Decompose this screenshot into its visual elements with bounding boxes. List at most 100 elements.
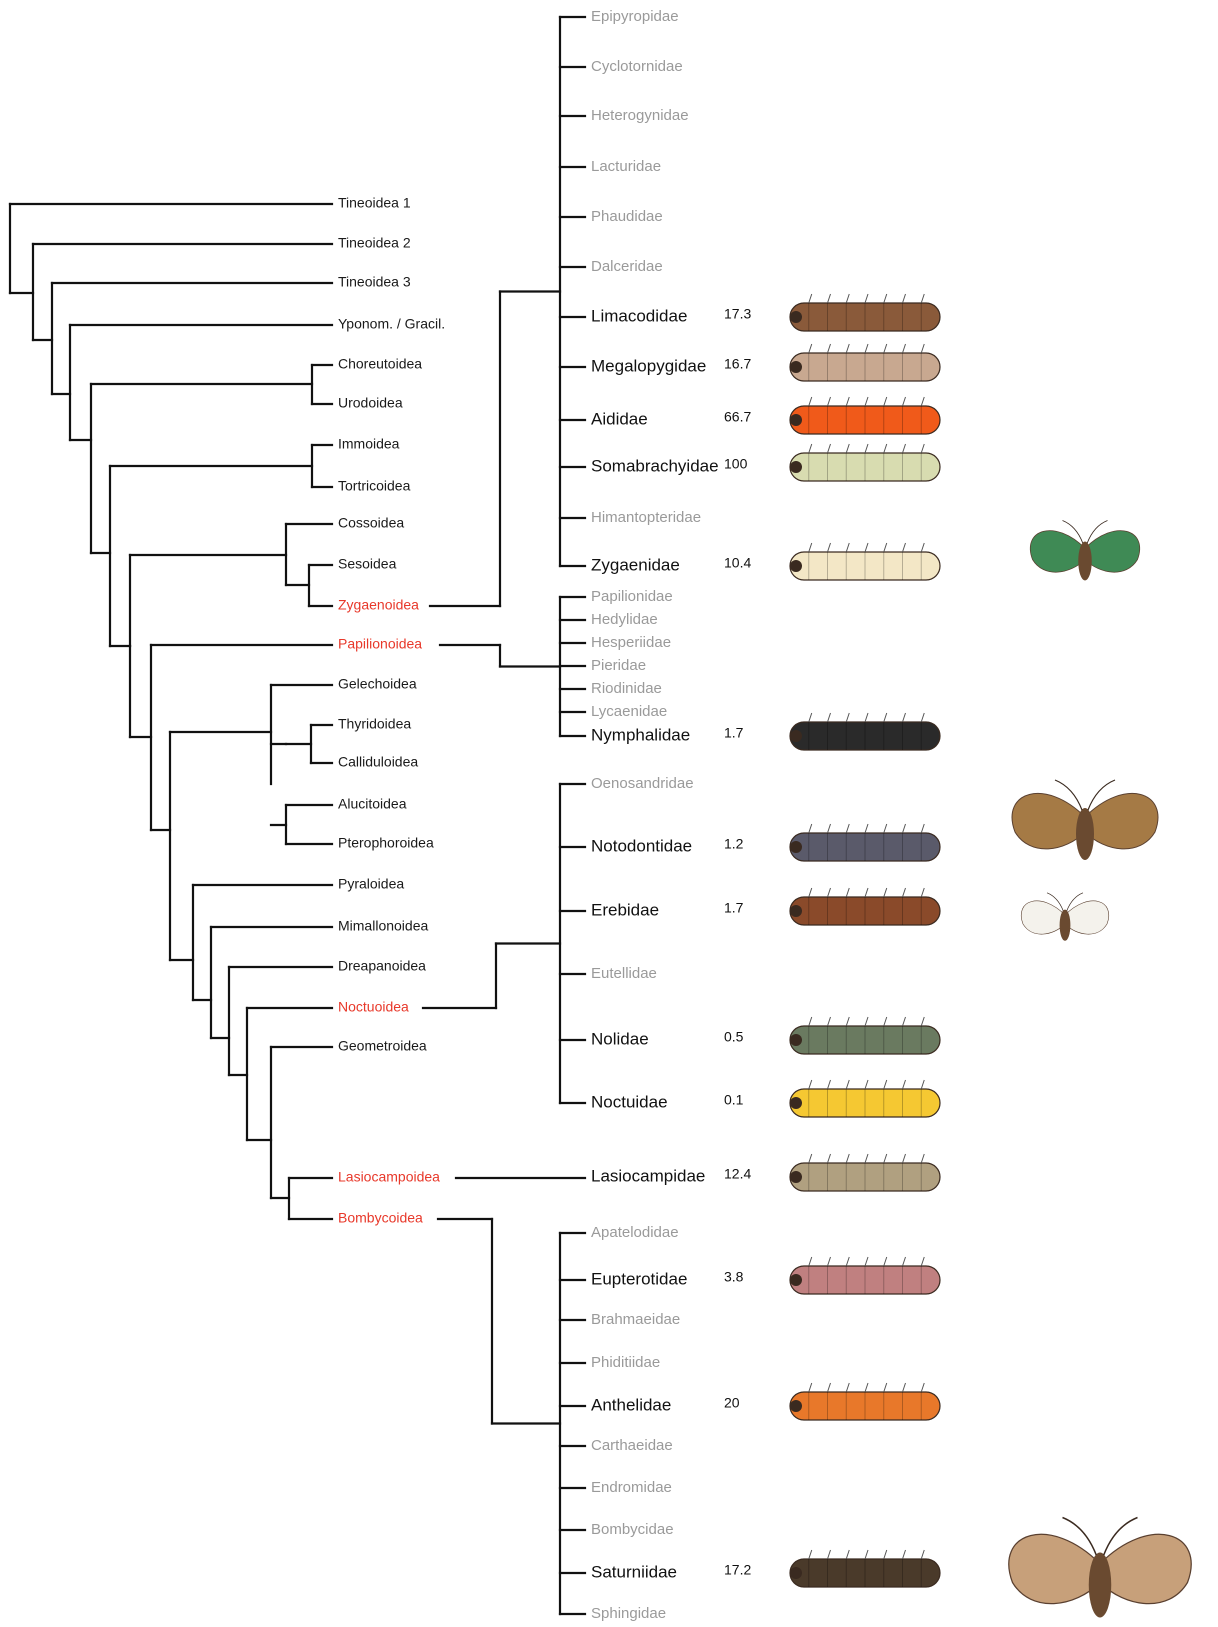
family-label-dalceridae: Dalceridae xyxy=(591,258,663,275)
family-value-aididae: 66.7 xyxy=(724,409,751,425)
caterpillar-hair xyxy=(865,397,868,406)
family-label-cyclotornidae: Cyclotornidae xyxy=(591,58,683,75)
caterpillar-hair xyxy=(846,543,849,552)
caterpillar-hair xyxy=(884,1017,887,1026)
caterpillar-hair xyxy=(884,543,887,552)
superfamily-label-immoidea: Immoidea xyxy=(338,436,400,452)
caterpillar-hair xyxy=(865,444,868,453)
caterpillar-hair xyxy=(846,444,849,453)
caterpillar-hair xyxy=(828,294,831,303)
superfamily-label-mimallonoidea: Mimallonoidea xyxy=(338,918,428,934)
notodontid-caterpillar-icon xyxy=(790,824,940,861)
family-label-anthelidae: Anthelidae xyxy=(591,1395,671,1414)
caterpillar-hair xyxy=(846,1257,849,1266)
illustrations xyxy=(790,294,1191,1618)
superfamily-label-tineoidea-2: Tineoidea 2 xyxy=(338,235,411,251)
moth-body xyxy=(1076,808,1094,860)
superfamily-label-calliduloidea: Calliduloidea xyxy=(338,754,418,770)
caterpillar-hair xyxy=(846,824,849,833)
caterpillar-hair xyxy=(921,344,924,353)
family-label-phiditiidae: Phiditiidae xyxy=(591,1354,660,1371)
caterpillar-hair xyxy=(903,824,906,833)
caterpillar-hair xyxy=(903,397,906,406)
caterpillar-hair xyxy=(884,1550,887,1559)
caterpillar-hair xyxy=(884,1383,887,1392)
saturniid-caterpillar-icon xyxy=(790,1550,940,1587)
moth-right-wing xyxy=(1085,531,1140,573)
caterpillar-hair xyxy=(921,1550,924,1559)
caterpillar-head xyxy=(790,841,802,853)
family-label-erebidae: Erebidae xyxy=(591,900,659,919)
caterpillar-hair xyxy=(865,543,868,552)
moth-right-wing xyxy=(1085,793,1158,848)
eupterotid-caterpillar-icon xyxy=(790,1257,940,1294)
superfamily-label-tortricoidea: Tortricoidea xyxy=(338,478,411,494)
caterpillar-head xyxy=(790,361,802,373)
caterpillar-hair xyxy=(903,1383,906,1392)
aidid-caterpillar-icon xyxy=(790,397,940,434)
caterpillar-hair xyxy=(809,1383,812,1392)
caterpillar-hair xyxy=(809,824,812,833)
caterpillar-hair xyxy=(884,824,887,833)
family-label-somabrachyidae: Somabrachyidae xyxy=(591,456,719,475)
erebid-caterpillar-icon xyxy=(790,888,940,925)
family-label-hesperiidae: Hesperiidae xyxy=(591,634,671,651)
caterpillar-hair xyxy=(921,888,924,897)
caterpillar-hair xyxy=(828,1383,831,1392)
family-label-megalopygidae: Megalopygidae xyxy=(591,356,706,375)
family-label-carthaeidae: Carthaeidae xyxy=(591,1437,673,1454)
superfamily-label-tineoidea-3: Tineoidea 3 xyxy=(338,274,411,290)
caterpillar-hair xyxy=(846,397,849,406)
somabrachyid-caterpillar-icon xyxy=(790,444,940,481)
caterpillar-hair xyxy=(809,1257,812,1266)
family-labels: EpipyropidaeCyclotornidaeHeterogynidaeLa… xyxy=(591,8,751,1622)
family-label-saturniidae: Saturniidae xyxy=(591,1562,677,1581)
family-label-pieridae: Pieridae xyxy=(591,657,646,674)
caterpillar-hair xyxy=(865,713,868,722)
nolid-caterpillar-icon xyxy=(790,1017,940,1054)
noctuid-caterpillar-icon xyxy=(790,1080,940,1117)
caterpillar-hair xyxy=(884,1154,887,1163)
caterpillar-hair xyxy=(865,1017,868,1026)
moth-left-wing xyxy=(1009,1534,1100,1603)
caterpillar-hair xyxy=(884,888,887,897)
zygaenid-moth-icon xyxy=(1030,521,1139,581)
caterpillar-hair xyxy=(809,543,812,552)
family-label-himantopteridae: Himantopteridae xyxy=(591,509,701,526)
caterpillar-hair xyxy=(884,713,887,722)
superfamily-label-pterophoroidea: Pterophoroidea xyxy=(338,835,434,851)
caterpillar-hair xyxy=(921,713,924,722)
caterpillar-hair xyxy=(828,888,831,897)
caterpillar-head xyxy=(790,1097,802,1109)
caterpillar-head xyxy=(790,730,802,742)
caterpillar-hair xyxy=(884,444,887,453)
caterpillar-head xyxy=(790,905,802,917)
caterpillar-hair xyxy=(828,344,831,353)
family-value-nymphalidae: 1.7 xyxy=(724,725,744,741)
caterpillar-hair xyxy=(865,294,868,303)
superfamily-label-tineoidea-1: Tineoidea 1 xyxy=(338,195,411,211)
family-value-somabrachyidae: 100 xyxy=(724,456,748,472)
family-label-hedylidae: Hedylidae xyxy=(591,611,658,628)
caterpillar-hair xyxy=(846,1017,849,1026)
family-value-limacodidae: 17.3 xyxy=(724,306,751,322)
caterpillar-hair xyxy=(809,397,812,406)
caterpillar-head xyxy=(790,1567,802,1579)
caterpillar-hair xyxy=(903,344,906,353)
family-label-lycaenidae: Lycaenidae xyxy=(591,703,667,720)
caterpillar-hair xyxy=(903,713,906,722)
moth-left-wing xyxy=(1012,793,1085,848)
family-label-limacodidae: Limacodidae xyxy=(591,306,687,325)
caterpillar-hair xyxy=(865,1154,868,1163)
caterpillar-hair xyxy=(846,713,849,722)
family-label-aididae: Aididae xyxy=(591,409,648,428)
caterpillar-hair xyxy=(903,1550,906,1559)
caterpillar-hair xyxy=(809,713,812,722)
caterpillar-hair xyxy=(903,444,906,453)
moth-body xyxy=(1078,542,1092,581)
superfamily-label-bombycoidea: Bombycoidea xyxy=(338,1210,423,1226)
family-value-megalopygidae: 16.7 xyxy=(724,356,751,372)
family-label-zygaenidae: Zygaenidae xyxy=(591,555,680,574)
caterpillar-hair xyxy=(846,888,849,897)
